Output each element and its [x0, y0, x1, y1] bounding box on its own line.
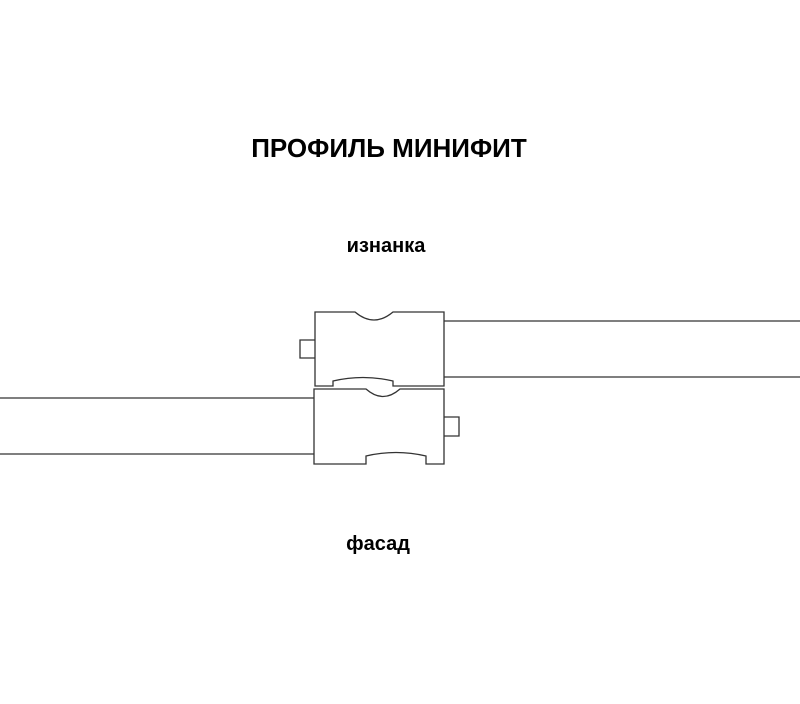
lower-connector-block	[313, 388, 445, 465]
label-front-side: фасад	[346, 533, 410, 555]
upper-profile-bar	[444, 320, 800, 378]
diagram-title: ПРОФИЛЬ МИНИФИТ	[251, 133, 527, 163]
upper-connector-block	[314, 311, 445, 387]
upper-profile	[299, 311, 800, 387]
upper-profile-tab	[299, 339, 315, 359]
label-back-side: изнанка	[346, 235, 426, 257]
lower-profile-bar	[0, 397, 314, 455]
lower-profile	[0, 388, 460, 465]
lower-profile-tab	[444, 416, 460, 437]
